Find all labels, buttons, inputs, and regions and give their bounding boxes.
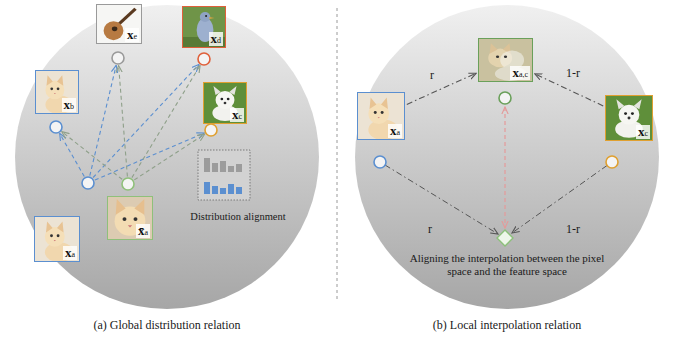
annotation-text: Distribution alignment [178,211,298,224]
sample-label: xc [636,125,650,139]
image-node: xc [605,95,653,169]
panel-disc [355,5,659,309]
sample-point [198,53,210,65]
subfigure-caption: (a) Global distribution relation [15,318,319,332]
annotation-text: Aligning the interpolation between the p… [407,252,607,278]
image-thumbnail: xc [605,95,653,141]
dashed-arrow [62,132,122,180]
sample-point [606,156,618,168]
weight-label: 1-r [566,66,592,80]
image-thumbnail: xa [34,216,80,262]
image-thumbnail: xc [203,82,247,124]
sample-point [112,52,124,64]
weight-label: r [430,68,444,82]
sample-point [205,124,217,136]
image-thumbnail: xa,c [478,38,533,82]
interpolation-line [385,165,498,234]
sample-point [374,156,386,168]
histogram-icon [198,150,250,200]
panel-disc [15,5,319,309]
image-thumbnail: xb [35,70,79,114]
sample-label: xa [388,124,402,138]
sample-label: xb [62,98,77,112]
image-node: xb [35,70,79,134]
image-node: xa,c [478,38,533,105]
image-node: xe [96,4,142,66]
sample-label: xc [230,108,244,122]
weight-label: r [428,222,442,236]
sample-label: xd [209,32,224,46]
image-node: xa [34,176,95,262]
sample-point [499,92,511,104]
dashed-arrow [90,65,116,175]
dashed-arrow [134,134,204,180]
sample-point [122,178,134,190]
image-node: xd [182,6,226,67]
weight-label: 1-r [566,222,592,236]
image-thumbnail: xe [96,4,142,44]
sample-point [50,121,62,133]
dashed-arrow [119,66,128,177]
dashed-arrow [93,65,199,178]
sample-point [82,177,94,189]
sample-label: xa [63,246,77,260]
image-thumbnail: x̄a [107,196,153,240]
image-node: x̄a [107,177,153,240]
separator-line [337,8,338,302]
sample-label: x̄a [136,224,150,238]
image-thumbnail: xd [182,6,226,48]
alignment-arrow [504,107,505,228]
sample-label: xa,c [510,66,530,80]
feature-diamond [497,230,513,246]
image-node: xc [203,82,247,137]
image-thumbnail: xa [357,92,405,140]
dashed-arrow [132,65,200,177]
dashed-arrow [407,73,476,104]
subfigure-caption: (b) Local interpolation relation [355,318,659,332]
image-node: xa [357,92,405,169]
sample-label: xe [125,28,139,42]
dashed-arrow [95,133,204,180]
interpolation-line [512,166,607,234]
